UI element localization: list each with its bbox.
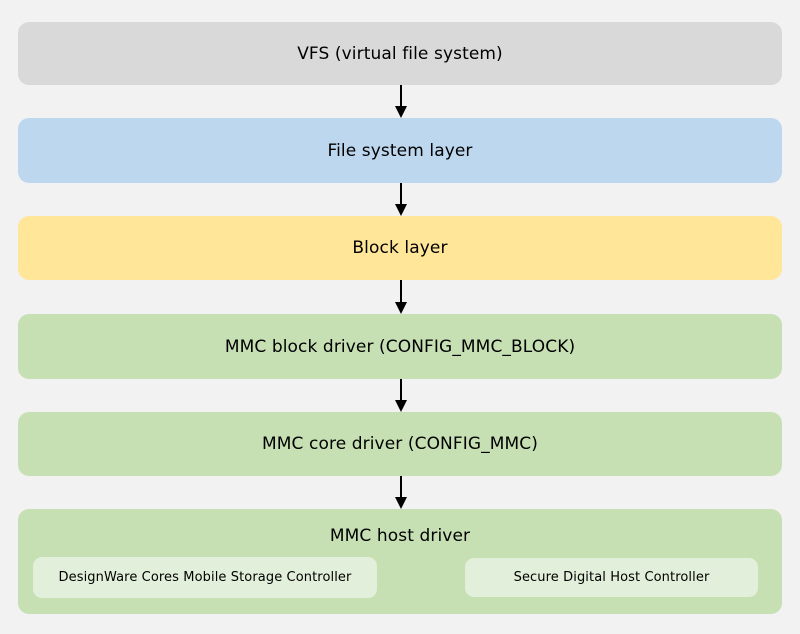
arrow-head bbox=[394, 106, 407, 118]
layer-label-mmc-host-driver: MMC host driver bbox=[329, 526, 471, 546]
layer-box-mmc-core-driver: MMC core driver (CONFIG_MMC) bbox=[18, 412, 782, 476]
layer-label-block-layer: Block layer bbox=[352, 238, 448, 258]
arrow-shaft bbox=[399, 183, 402, 204]
down-arrow-icon bbox=[394, 379, 407, 412]
layer-label-mmc-block-driver: MMC block driver (CONFIG_MMC_BLOCK) bbox=[224, 336, 576, 357]
arrow-head bbox=[394, 302, 407, 314]
arrow-shaft bbox=[399, 379, 402, 400]
layer-box-mmc-block-driver: MMC block driver (CONFIG_MMC_BLOCK) bbox=[18, 314, 782, 379]
arrow-shaft bbox=[399, 280, 402, 302]
controller-label-sdhc: Secure Digital Host Controller bbox=[513, 570, 710, 585]
arrow-shaft bbox=[399, 85, 402, 106]
arrow-head bbox=[394, 497, 407, 509]
controller-box-designware: DesignWare Cores Mobile Storage Controll… bbox=[33, 557, 377, 598]
down-arrow-icon bbox=[394, 85, 407, 118]
layer-label-filesystem: File system layer bbox=[327, 140, 473, 161]
layer-label-mmc-core-driver: MMC core driver (CONFIG_MMC) bbox=[262, 434, 538, 454]
arrow-head bbox=[394, 204, 407, 216]
layer-label-vfs: VFS (virtual file system) bbox=[297, 43, 503, 64]
down-arrow-icon bbox=[394, 476, 407, 509]
down-arrow-icon bbox=[394, 183, 407, 216]
down-arrow-icon bbox=[394, 280, 407, 314]
arrow-shaft bbox=[399, 476, 402, 497]
layer-box-block-layer: Block layer bbox=[18, 216, 782, 280]
layer-box-vfs: VFS (virtual file system) bbox=[18, 22, 782, 85]
arrow-head bbox=[394, 400, 407, 412]
controller-label-designware: DesignWare Cores Mobile Storage Controll… bbox=[58, 570, 352, 585]
layer-box-filesystem: File system layer bbox=[18, 118, 782, 183]
controller-box-sdhc: Secure Digital Host Controller bbox=[465, 558, 758, 597]
layer-box-mmc-host-driver: MMC host driver DesignWare Cores Mobile … bbox=[18, 509, 782, 614]
